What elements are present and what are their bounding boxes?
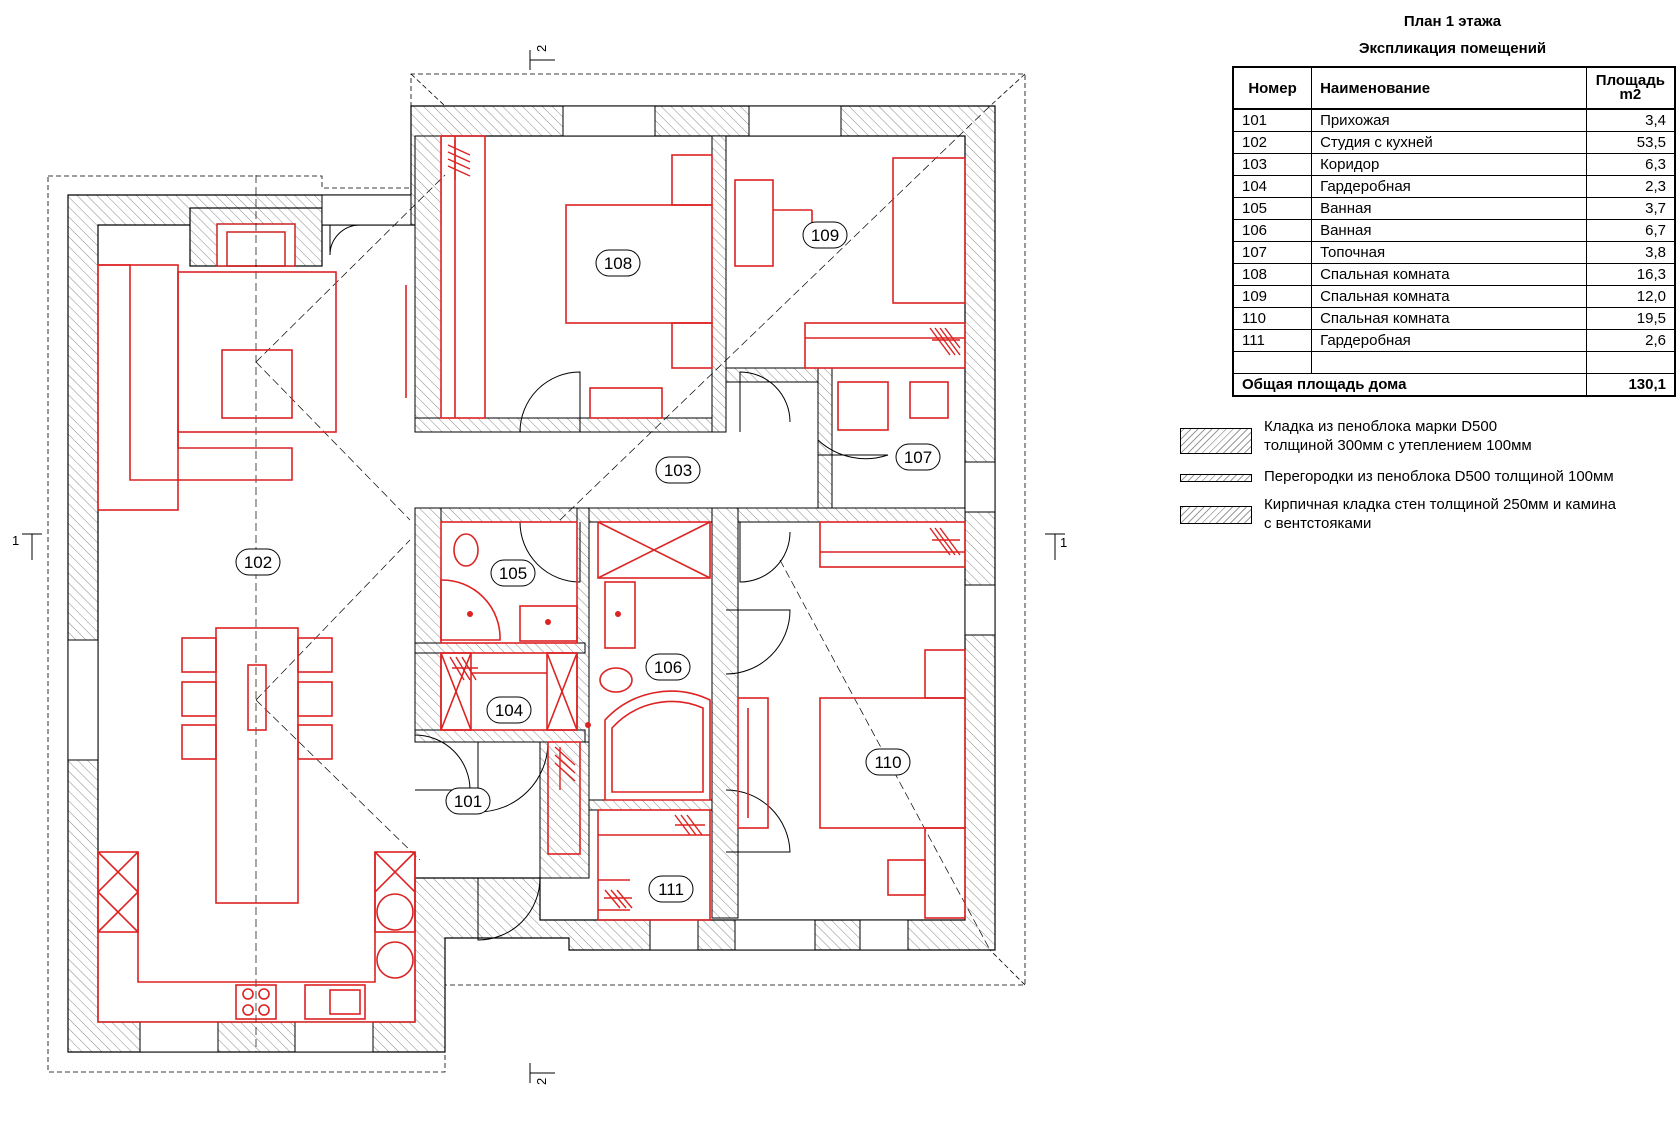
roof-outline [47, 73, 1026, 1073]
section-mark-2-bottom: 2 [534, 1078, 549, 1085]
legend-text-line: Кладка из пеноблока марки D500 [1264, 418, 1498, 435]
column-header-name: Наименование [1311, 66, 1587, 110]
section-mark-1-right: 1 [1060, 535, 1067, 550]
room-labels: 101 102 103 104 105 106 107 108 [235, 221, 941, 903]
room-label-105: 105 [490, 559, 536, 587]
svg-text:103: 103 [664, 461, 692, 480]
sink-dots [467, 611, 621, 728]
legend-text-line: Кирпичная кладка стен толщиной 250мм и к… [1264, 496, 1616, 513]
legend-text-line: Перегородки из пеноблока D500 толщиной 1… [1264, 468, 1614, 485]
section-mark-1-left: 1 [12, 533, 19, 548]
floor-plan-drawing: 1 1 2 2 101 102 103 104 105 106 [12, 45, 1067, 1085]
legend-text-line: толщиной 300мм с утеплением 100мм [1264, 437, 1532, 454]
svg-text:111: 111 [658, 880, 684, 899]
room-label-101: 101 [445, 787, 491, 815]
section-mark-2-top: 2 [534, 45, 549, 52]
svg-text:110: 110 [874, 753, 901, 772]
svg-text:106: 106 [654, 658, 682, 677]
explication-panel: План 1 этажа Экспликация помещений Номер… [1230, 12, 1676, 397]
legend-swatch-hatched [1180, 428, 1252, 454]
room-label-108: 108 [595, 249, 641, 277]
doors [329, 224, 889, 941]
windows [67, 105, 996, 1053]
svg-text:102: 102 [244, 553, 272, 572]
total-value: 130,1 [1585, 373, 1676, 397]
room-label-109: 109 [802, 221, 848, 249]
table-total-row: Общая площадь дома 130,1 [1232, 373, 1676, 397]
hanger-marks [447, 140, 961, 909]
room-label-103: 103 [655, 456, 701, 484]
interior-walls [414, 135, 966, 919]
svg-text:101: 101 [454, 792, 482, 811]
legend-swatch-thin [1180, 474, 1252, 482]
section-marks [22, 50, 1065, 1083]
svg-text:109: 109 [811, 226, 839, 245]
legend-text-line: с вентстояками [1264, 515, 1372, 532]
room-label-102: 102 [235, 548, 281, 576]
room-label-106: 106 [645, 653, 691, 681]
explication-title: Экспликация помещений [1358, 40, 1547, 57]
room-label-111: 111 [648, 875, 694, 903]
svg-text:107: 107 [904, 448, 932, 467]
svg-text:108: 108 [604, 254, 632, 273]
legend: Кладка из пеноблока марки D500 толщиной … [1180, 418, 1675, 538]
svg-text:105: 105 [499, 564, 527, 583]
table-row-empty [1232, 351, 1676, 374]
column-header-number: Номер [1232, 66, 1313, 110]
furniture [97, 135, 966, 1023]
room-label-107: 107 [895, 443, 941, 471]
plan-title: План 1 этажа [1403, 13, 1502, 30]
legend-swatch-brick [1180, 506, 1252, 524]
room-label-110: 110 [865, 748, 911, 776]
svg-text:104: 104 [495, 701, 523, 720]
total-label: Общая площадь дома [1232, 373, 1587, 397]
room-label-104: 104 [486, 696, 532, 724]
